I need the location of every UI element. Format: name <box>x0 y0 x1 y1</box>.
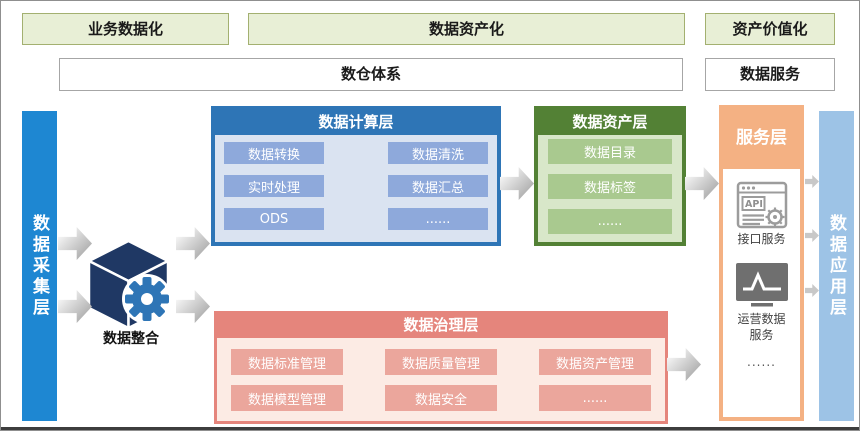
data-asset-layer: 数据资产层 数据目录 数据标签 ...... <box>534 106 686 246</box>
bottom-border-line <box>1 427 859 430</box>
banner-data-assetization: 数据资产化 <box>248 13 685 45</box>
data-asset-layer-title: 数据资产层 <box>537 109 683 135</box>
data-compute-layer-title: 数据计算层 <box>214 109 498 135</box>
arrow-asset-to-service <box>685 167 719 200</box>
cube-gear-icon <box>87 239 172 330</box>
arrow-integration-to-governance <box>176 290 210 323</box>
compute-item: 数据汇总 <box>388 175 488 197</box>
box-data-service: 数据服务 <box>705 58 835 91</box>
asset-item: 数据目录 <box>548 139 672 164</box>
governance-item: 数据标准管理 <box>231 349 343 375</box>
governance-item: 数据模型管理 <box>231 385 343 411</box>
api-service-label: 接口服务 <box>737 232 786 246</box>
data-compute-layer: 数据计算层 数据转换 数据清洗 实时处理 数据汇总 ODS ...... <box>211 106 501 246</box>
svg-text:API: API <box>745 199 763 210</box>
compute-item: 数据转换 <box>224 142 324 164</box>
asset-item: ...... <box>548 209 672 234</box>
arrow-service-to-application-2 <box>805 229 819 242</box>
data-application-layer-label: 数据应用层 <box>826 213 846 319</box>
service-layer: 服务层 API 接口服务 运营数 <box>719 105 804 421</box>
arrow-service-to-application-3 <box>805 284 819 297</box>
compute-item: 实时处理 <box>224 175 324 197</box>
data-governance-layer-items: 数据标准管理 数据质量管理 数据资产管理 数据模型管理 数据安全 ...... <box>217 337 665 411</box>
data-asset-layer-items: 数据目录 数据标签 ...... <box>538 134 682 234</box>
arrow-service-to-application-1 <box>805 175 819 188</box>
compute-item: 数据清洗 <box>388 142 488 164</box>
banner-asset-valuation: 资产价值化 <box>705 13 835 45</box>
data-collection-layer-bar: 数据采集层 <box>22 111 57 421</box>
governance-item: 数据安全 <box>385 385 497 411</box>
data-compute-layer-items: 数据转换 数据清洗 实时处理 数据汇总 ODS ...... <box>215 134 497 230</box>
data-integration-label: 数据整合 <box>103 331 159 347</box>
governance-item: 数据质量管理 <box>385 349 497 375</box>
banner-business-dataization: 业务数据化 <box>22 13 229 45</box>
ops-data-service-label: 运营数据服务 <box>737 312 786 343</box>
service-layer-title: 服务层 <box>723 109 800 169</box>
box-data-warehouse-system: 数仓体系 <box>59 58 683 91</box>
arrow-compute-to-asset <box>500 167 534 200</box>
governance-item: 数据资产管理 <box>539 349 651 375</box>
monitor-chart-icon <box>735 263 788 307</box>
data-governance-layer-title: 数据治理层 <box>216 313 666 338</box>
data-collection-layer-label: 数据采集层 <box>29 213 49 319</box>
governance-item: ...... <box>539 385 651 411</box>
asset-item: 数据标签 <box>548 174 672 199</box>
compute-item: ...... <box>388 208 488 230</box>
compute-item: ODS <box>224 208 324 230</box>
data-governance-layer: 数据治理层 数据标准管理 数据质量管理 数据资产管理 数据模型管理 数据安全 .… <box>214 311 668 424</box>
data-application-layer-bar: 数据应用层 <box>819 111 854 421</box>
arrow-integration-to-compute <box>176 227 210 260</box>
arrow-governance-to-service <box>667 348 701 381</box>
service-more-dots: ...... <box>747 355 776 369</box>
api-browser-icon: API <box>736 181 787 229</box>
